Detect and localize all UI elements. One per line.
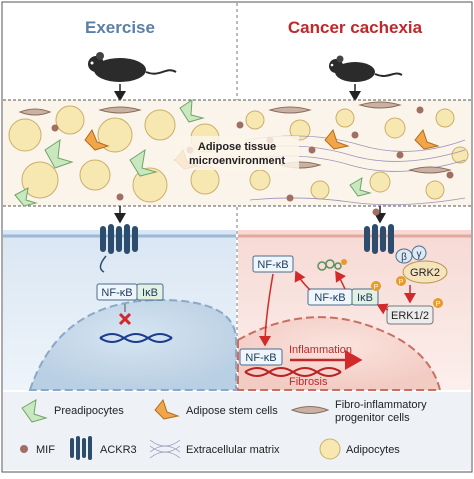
- legend-panel: [3, 392, 471, 470]
- exercise-title: Exercise: [85, 18, 155, 37]
- stem-cells-right: [324, 128, 440, 150]
- adipocytes-right: [245, 108, 469, 200]
- nfkb-label-right: NF-κB: [314, 292, 345, 304]
- ackr3-receptor-right: [364, 224, 394, 254]
- nucleus-right: [237, 316, 442, 391]
- grk2-label: GRK2: [410, 267, 440, 279]
- svg-text:P: P: [399, 279, 404, 286]
- gamma-label: γ: [417, 249, 422, 260]
- legend-fibro-line2: progenitor cells: [335, 412, 410, 424]
- ikb-box-right: [351, 288, 379, 306]
- legend-ackr3-icon: [70, 436, 92, 460]
- beta-subunit: [395, 248, 413, 264]
- dna-left: [99, 333, 173, 343]
- degraded-ikb-icon: [317, 259, 342, 271]
- phospho-grk2: [396, 276, 406, 286]
- legend-fibro-cell-icon: [290, 406, 330, 414]
- block-x-icon: [118, 312, 132, 326]
- dna-right: [244, 367, 342, 377]
- legend-ecm-icon: [149, 439, 181, 459]
- grk2-protein: [402, 260, 448, 284]
- legend-fibro-line1: Fibro-inflammatory: [335, 399, 427, 411]
- legend-ecm: Extracellular matrix: [186, 444, 280, 456]
- fibro-cells-left: [18, 106, 142, 116]
- svg-text:P: P: [436, 301, 441, 308]
- erk-box: [386, 305, 434, 325]
- nfkb-label-left: NF-κB: [101, 287, 132, 299]
- erk-label: ERK1/2: [391, 310, 429, 322]
- svg-text:P: P: [374, 284, 379, 291]
- legend-preadipocytes: Preadipocytes: [54, 405, 124, 417]
- tissue-label-line1: Adipose tissue: [198, 141, 276, 153]
- beta-label: β: [401, 252, 407, 263]
- nfkb-box-free: [252, 255, 294, 273]
- preadipocytes-right: [349, 177, 372, 197]
- nfkb-box-nucleus: [239, 348, 283, 366]
- adipocytes-left: [8, 105, 220, 203]
- legend-adipose-stem: Adipose stem cells: [186, 405, 278, 417]
- nfkb-label-nucleus: NF-κB: [245, 352, 276, 364]
- nfkb-label-free: NF-κB: [257, 259, 288, 271]
- ikb-box-left: [136, 283, 164, 301]
- mouse-icon-cachexia: [329, 55, 403, 82]
- cachexia-title: Cancer cachexia: [288, 18, 423, 37]
- tissue-label-line2: microenvironment: [189, 155, 285, 167]
- legend-preadipocyte-icon: [21, 399, 48, 423]
- mif-ligand: [372, 208, 380, 216]
- inflammation-label: Inflammation: [289, 344, 352, 356]
- legend-stem-cell-icon: [154, 398, 180, 420]
- fibrosis-label: Fibrosis: [289, 376, 328, 388]
- ikb-label-left: IκB: [142, 287, 158, 299]
- legend-ackr3: ACKR3: [100, 444, 137, 456]
- legend-adipocyte-icon: [319, 438, 341, 460]
- phospho-ikb: [371, 281, 381, 291]
- phospho-erk: [433, 298, 443, 308]
- ackr3-receptor-left: [99, 224, 138, 273]
- gamma-subunit: [411, 245, 427, 261]
- mouse-icon-exercise: [88, 52, 177, 82]
- legend-mif-icon: [20, 445, 28, 453]
- preadipocytes-left: [14, 99, 205, 207]
- ikb-label-right: IκB: [357, 292, 373, 304]
- legend-mif: MIF: [36, 444, 55, 456]
- legend-adipocytes: Adipocytes: [346, 444, 400, 456]
